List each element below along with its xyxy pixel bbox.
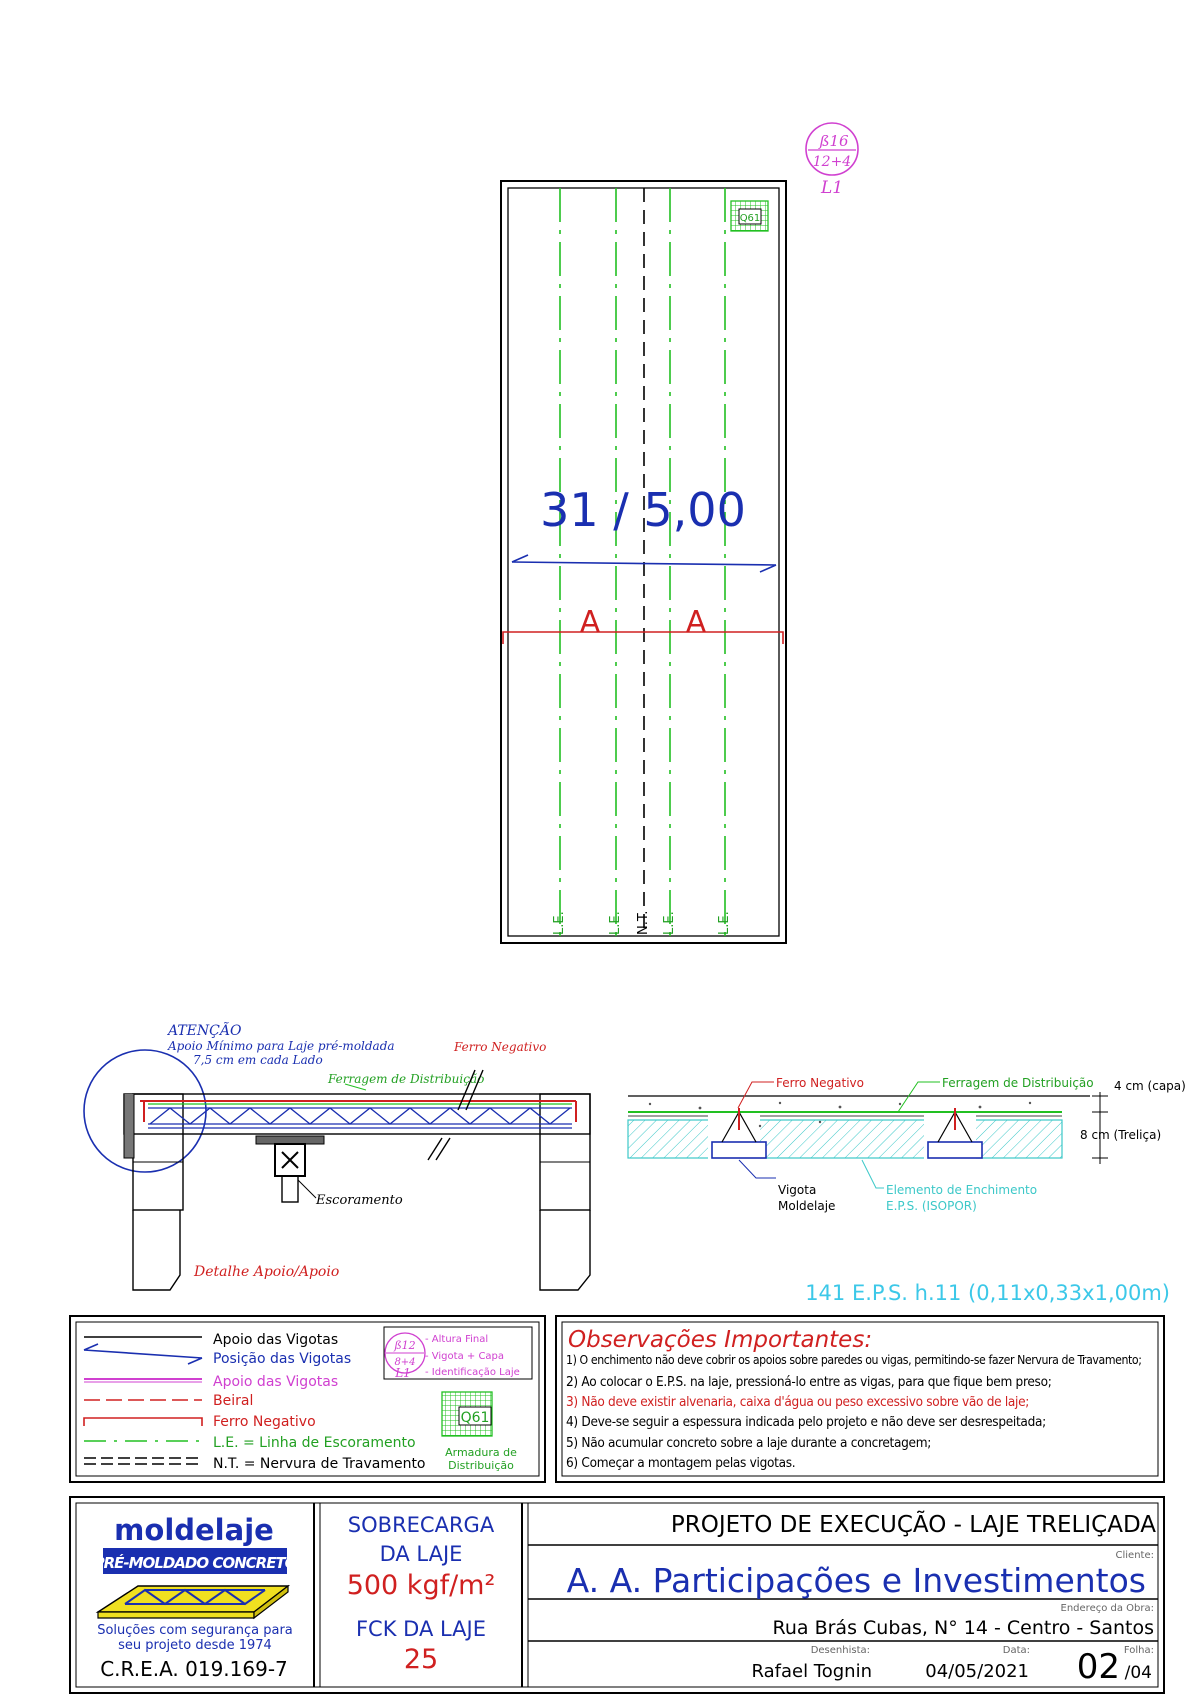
legend-item-3: Apoio das Vigotas <box>213 1374 338 1390</box>
attention-line-1: Apoio Mínimo para Laje pré-moldada <box>167 1039 395 1053</box>
cliente-name: A. A. Participações e Investimentos <box>567 1561 1146 1600</box>
legend-tag-desc-2: - Vigota + Capa <box>425 1351 504 1362</box>
legend-tag-id: L1 <box>394 1366 411 1380</box>
trelica-label: 8 cm (Treliça) <box>1080 1128 1161 1142</box>
span-label: 31 / 5,00 <box>540 483 746 537</box>
capa-label: 4 cm (capa) <box>1114 1079 1186 1093</box>
slab-tag: ß16 12+4 L1 <box>805 122 859 198</box>
slab-tag-bottom: 12+4 <box>813 154 851 170</box>
data-value: 04/05/2021 <box>925 1661 1029 1682</box>
section-label-left: A <box>580 605 601 640</box>
observation-line-2: 2) Ao colocar o E.P.S. na laje, pression… <box>566 1374 1052 1390</box>
joist-direction-arrow <box>511 554 777 573</box>
legend-tag-bottom: 8+4 <box>394 1357 415 1368</box>
endereco-value: Rua Brás Cubas, N° 14 - Centro - Santos <box>773 1617 1154 1639</box>
le-label-3: L.E. <box>662 911 677 935</box>
eps-summary: 141 E.P.S. h.11 (0,11x0,33x1,00m) <box>805 1281 1170 1305</box>
elemento-label-2: E.P.S. (ISOPOR) <box>886 1199 977 1213</box>
observations-box: Observações Importantes: <box>555 1315 1165 1483</box>
legend-box: Apoio das Vigotas Posição das Vigotas Ap… <box>69 1315 546 1483</box>
legend-tag-desc-1: - Altura Final <box>425 1334 488 1345</box>
folha-value: 02 <box>1077 1647 1120 1687</box>
shoring-lines <box>559 188 726 936</box>
slab-tag-id: L1 <box>820 178 843 198</box>
legend-item-5: Ferro Negativo <box>213 1414 316 1430</box>
attention-line-2: 7,5 cm em cada Lado <box>193 1053 323 1067</box>
legend-item-7: N.T. = Nervura de Travamento <box>213 1456 426 1472</box>
vigota-label-2: Moldelaje <box>778 1199 835 1213</box>
section-detail: Ferro Negativo Ferragem de Distribuição … <box>627 1076 1186 1213</box>
section-label-right: A <box>686 605 707 640</box>
bottom-line-labels: L.E. L.E. N.T. L.E. L.E. <box>552 911 732 935</box>
elemento-label-1: Elemento de Enchimento <box>886 1183 1037 1197</box>
legend-mesh-label: Q61 <box>461 1410 490 1426</box>
sobrecarga-value: 500 kgf/m² <box>347 1570 496 1601</box>
brand-slab-icon <box>95 1584 291 1620</box>
brand-slogan-1: Soluções com segurança para <box>97 1623 293 1638</box>
mesh-symbol: Q61 <box>730 200 769 232</box>
fck-label: FCK DA LAJE <box>356 1617 486 1641</box>
fck-value: 25 <box>404 1644 438 1675</box>
le-label-2: L.E. <box>608 911 623 935</box>
title-block: moldelaje PRÉ-MOLDADO CONCRETO Soluções … <box>69 1496 1165 1694</box>
slab-tag-top: ß16 <box>817 132 849 150</box>
sobrecarga-label-1: SOBRECARGA <box>348 1513 495 1537</box>
le-label-1: L.E. <box>552 911 567 935</box>
legend-item-4: Beiral <box>213 1393 253 1409</box>
legend-item-1: Apoio das Vigotas <box>213 1332 338 1348</box>
observation-line-4: 4) Deve-se seguir a espessura indicada p… <box>566 1414 1046 1430</box>
section-ferro-negativo: Ferro Negativo <box>776 1076 864 1090</box>
folha-total: /04 <box>1125 1663 1152 1683</box>
support-ferragem: Ferragem de Distribuição <box>327 1072 484 1086</box>
data-label: Data: <box>1003 1645 1030 1656</box>
endereco-label: Endereço da Obra: <box>1061 1603 1154 1614</box>
support-detail: ATENÇÃO Apoio Mínimo para Laje pré-molda… <box>83 1021 591 1291</box>
legend-tag-top: ß12 <box>393 1339 415 1352</box>
vigota-label-1: Vigota <box>778 1183 816 1197</box>
legend-mesh-desc-1: Armadura de <box>445 1446 517 1459</box>
observation-line-1: 1) O enchimento não deve cobrir os apoio… <box>566 1353 1142 1367</box>
legend-tag-desc-3: - Identificação Laje <box>425 1367 520 1378</box>
crea-number: C.R.E.A. 019.169-7 <box>100 1657 288 1681</box>
legend-mesh-desc-2: Distribuição <box>448 1459 514 1472</box>
desenhista-label: Desenhista: <box>811 1645 870 1656</box>
nt-label: N.T. <box>636 911 651 935</box>
folha-label: Folha: <box>1124 1645 1154 1656</box>
brand-slogan-2: seu projeto desde 1974 <box>118 1638 272 1653</box>
section-ferragem: Ferragem de Distribuição <box>942 1076 1094 1090</box>
attention-title: ATENÇÃO <box>166 1021 242 1039</box>
sobrecarga-label-2: DA LAJE <box>380 1542 463 1566</box>
escoramento-label: Escoramento <box>315 1193 403 1208</box>
mesh-label: Q61 <box>740 213 761 224</box>
legend-item-2: Posição das Vigotas <box>213 1351 351 1367</box>
support-detail-caption: Detalhe Apoio/Apoio <box>193 1264 339 1280</box>
desenhista-value: Rafael Tognin <box>752 1661 873 1682</box>
observation-line-6: 6) Começar a montagem pelas vigotas. <box>566 1455 796 1471</box>
brand-sub-bar <box>103 1548 287 1574</box>
section-cut <box>502 631 784 644</box>
observations-title: Observações Importantes: <box>568 1327 872 1353</box>
observation-line-5: 5) Não acumular concreto sobre a laje du… <box>566 1435 932 1451</box>
legend-item-6: L.E. = Linha de Escoramento <box>213 1435 416 1451</box>
le-label-4: L.E. <box>717 911 732 935</box>
observation-line-3: 3) Não deve existir alvenaria, caixa d'á… <box>566 1394 1030 1410</box>
brand-sub-text: PRÉ-MOLDADO CONCRETO <box>94 1553 298 1572</box>
project-title: PROJETO DE EXECUÇÃO - LAJE TRELIÇADA <box>671 1510 1156 1538</box>
cliente-label: Cliente: <box>1116 1550 1154 1561</box>
support-ferro-negativo: Ferro Negativo <box>453 1040 546 1054</box>
brand-logo-text: moldelaje <box>114 1513 274 1547</box>
